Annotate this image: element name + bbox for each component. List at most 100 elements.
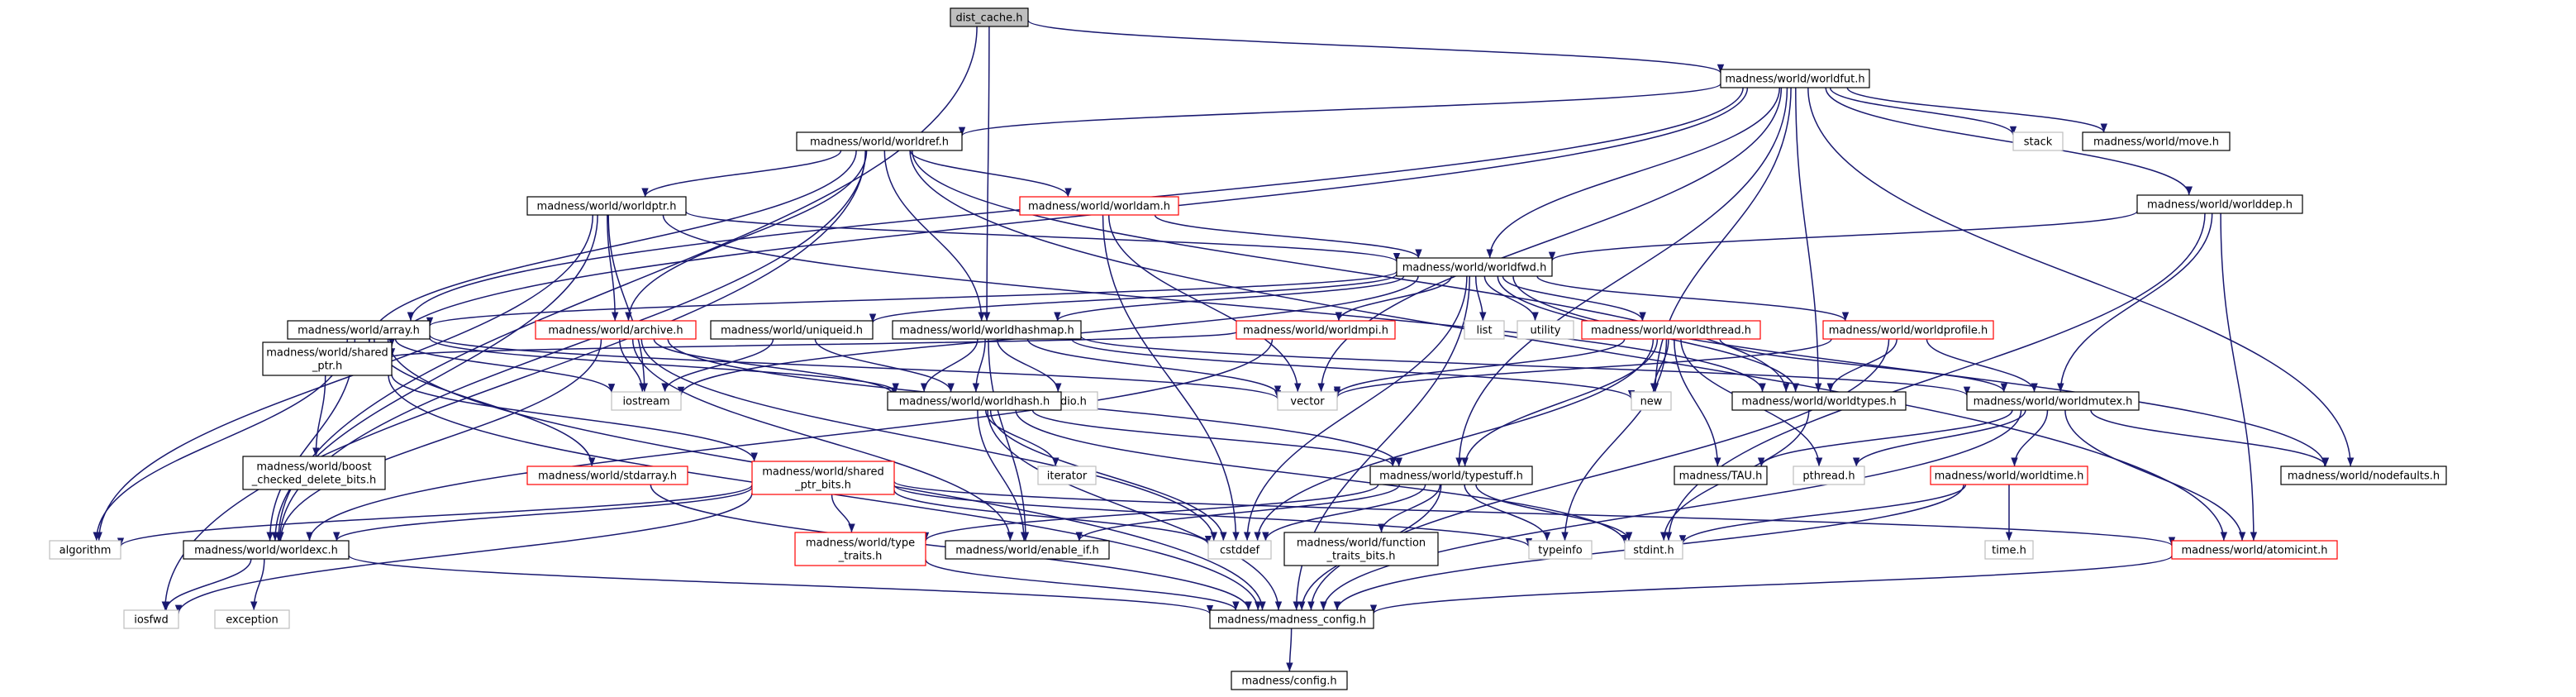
node-stdarray[interactable]: madness/world/stdarray.h: [526, 465, 688, 485]
node-label-stack: stack: [2024, 136, 2053, 149]
node-label-algorithm: algorithm: [60, 545, 112, 557]
node-archive[interactable]: madness/world/archive.h: [535, 320, 697, 340]
node-boost_cdb[interactable]: madness/world/boost_checked_delete_bits.…: [242, 456, 386, 490]
node-worldam[interactable]: madness/world/worldam.h: [1019, 196, 1179, 216]
node-worldhash[interactable]: madness/world/worldhash.h: [887, 391, 1062, 411]
node-worldfut[interactable]: madness/world/worldfut.h: [1720, 69, 1870, 88]
edge-worldfwd-to-worldprofile: [1536, 275, 1850, 322]
node-box-time: [1984, 540, 2034, 560]
edge-worldhashmap-to-new: [1071, 338, 1635, 399]
node-box-worldfwd: [1396, 257, 1553, 277]
node-label-worldam: madness/world/worldam.h: [1028, 201, 1170, 213]
node-dist_cache[interactable]: dist_cache.h: [950, 7, 1029, 27]
node-list[interactable]: list: [1464, 320, 1505, 340]
node-shared_ptr[interactable]: madness/world/shared_ptr.h: [262, 341, 393, 376]
edge-archive-to-worldexc: [277, 338, 602, 542]
node-type_traits[interactable]: madness/world/type_traits.h: [794, 532, 926, 566]
node-new[interactable]: new: [1631, 391, 1672, 411]
node-TAU[interactable]: madness/TAU.h: [1674, 465, 1768, 485]
edge-worldprofile-to-worldmutex: [1926, 338, 2038, 393]
node-nodefaults[interactable]: madness/world/nodefaults.h: [2280, 465, 2447, 485]
node-iterator[interactable]: iterator: [1037, 465, 1097, 485]
edge-dist_cache-to-worldfut: [1027, 19, 1724, 74]
node-madness_config[interactable]: madness/madness_config.h: [1209, 609, 1374, 629]
node-iosfwd[interactable]: iosfwd: [123, 609, 179, 629]
node-worlddep[interactable]: madness/world/worlddep.h: [2136, 194, 2303, 214]
node-label-TAU: madness/TAU.h: [1679, 470, 1763, 483]
edge-worldmpi-to-worldexc: [306, 338, 1274, 542]
edge-worldhashmap-to-worldhash: [972, 338, 986, 393]
node-label-worldfut: madness/world/worldfut.h: [1725, 74, 1864, 86]
edge-array-to-iostream: [394, 338, 616, 393]
edge-worldmutex-to-atomicint: [2064, 409, 2246, 542]
edge-worldptr-to-worldexc: [271, 214, 598, 542]
node-box-worldtypes: [1731, 391, 1907, 411]
node-label-exception: exception: [226, 614, 279, 627]
edge-worldthread-to-cstddef: [1254, 338, 1655, 542]
node-enable_if[interactable]: madness/world/enable_if.h: [945, 540, 1110, 560]
node-box-boost_cdb: [242, 456, 386, 490]
node-shared_ptr_bits[interactable]: madness/world/shared_ptr_bits.h: [751, 461, 895, 495]
node-utility[interactable]: utility: [1517, 320, 1574, 340]
edge-worldfut-to-typestuff: [1455, 87, 1788, 467]
edge-archive-to-iostream: [618, 338, 646, 393]
node-worldfwd[interactable]: madness/world/worldfwd.h: [1396, 257, 1553, 277]
node-box-uniqueid: [710, 320, 874, 340]
node-worldexc[interactable]: madness/world/worldexc.h: [183, 540, 350, 560]
edge-shared_ptr_bits-to-worldexc: [333, 486, 753, 542]
node-box-shared_ptr: [262, 341, 393, 376]
node-iostream[interactable]: iostream: [611, 391, 682, 411]
node-worldhashmap[interactable]: madness/world/worldhashmap.h: [892, 320, 1082, 340]
edge-shared_ptr_bits-to-iosfwd: [174, 493, 753, 614]
node-worldmutex[interactable]: madness/world/worldmutex.h: [1966, 391, 2140, 411]
node-label-cstddef: cstddef: [1220, 545, 1260, 557]
node-worldtypes[interactable]: madness/world/worldtypes.h: [1731, 391, 1907, 411]
node-atomicint[interactable]: madness/world/atomicint.h: [2171, 540, 2338, 560]
edge-worldhash-to-cstddef: [989, 409, 1227, 542]
edges-layer: [93, 19, 2355, 672]
edge-worldmutex-to-pthread: [1852, 409, 2026, 467]
edge-worldhashmap-to-worldmutex: [1080, 335, 1970, 396]
edge-worldmutex-to-worldtime: [2011, 409, 2049, 467]
node-typeinfo[interactable]: typeinfo: [1528, 540, 1593, 560]
node-pthread[interactable]: pthread.h: [1793, 465, 1865, 485]
node-worldref[interactable]: madness/world/worldref.h: [796, 131, 963, 151]
node-array[interactable]: madness/world/array.h: [287, 320, 431, 340]
node-stdint[interactable]: stdint.h: [1624, 540, 1683, 560]
node-move[interactable]: madness/world/move.h: [2082, 131, 2231, 151]
node-worldtime[interactable]: madness/world/worldtime.h: [1930, 465, 2088, 485]
edge-worldam-to-worldfwd: [1154, 214, 1422, 259]
edge-shared_ptr_bits-to-atomicint: [893, 480, 2175, 547]
edge-worldfwd-to-utility: [1483, 275, 1539, 322]
edge-worldthread-to-typeinfo: [1561, 338, 1668, 542]
edge-worldexc-to-iosfwd: [163, 558, 252, 611]
node-cstddef[interactable]: cstddef: [1207, 540, 1272, 560]
node-vector[interactable]: vector: [1277, 391, 1338, 411]
node-label-utility: utility: [1531, 325, 1561, 337]
edge-worldptr-to-algorithm: [95, 214, 594, 542]
edge-archive-to-cstddef: [640, 338, 1217, 542]
node-label-iostream: iostream: [622, 396, 669, 408]
node-stack[interactable]: stack: [2012, 131, 2064, 151]
node-box-worldprofile: [1822, 320, 1994, 340]
node-box-vector: [1277, 391, 1338, 411]
node-box-iosfwd: [123, 609, 179, 629]
edge-typestuff-to-type_traits: [921, 484, 1379, 542]
node-time[interactable]: time.h: [1984, 540, 2034, 560]
node-worldmpi[interactable]: madness/world/worldmpi.h: [1236, 320, 1396, 340]
node-worldprofile[interactable]: madness/world/worldprofile.h: [1822, 320, 1994, 340]
node-worldthread[interactable]: madness/world/worldthread.h: [1581, 320, 1761, 340]
edge-worldthread-to-vector: [1333, 338, 1626, 396]
node-exception[interactable]: exception: [214, 609, 290, 629]
node-function_traits[interactable]: madness/world/function_traits_bits.h: [1283, 532, 1439, 566]
edge-typestuff-to-stdint: [1475, 484, 1633, 542]
node-uniqueid[interactable]: madness/world/uniqueid.h: [710, 320, 874, 340]
node-worldptr[interactable]: madness/world/worldptr.h: [526, 196, 687, 216]
node-algorithm[interactable]: algorithm: [49, 540, 121, 560]
node-typestuff[interactable]: madness/world/typestuff.h: [1369, 465, 1533, 485]
node-config[interactable]: madness/config.h: [1231, 671, 1348, 690]
node-label-list: list: [1476, 325, 1492, 337]
edge-typestuff-to-cstddef: [1262, 484, 1426, 542]
edge-worldref-to-iosfwd: [161, 150, 866, 611]
